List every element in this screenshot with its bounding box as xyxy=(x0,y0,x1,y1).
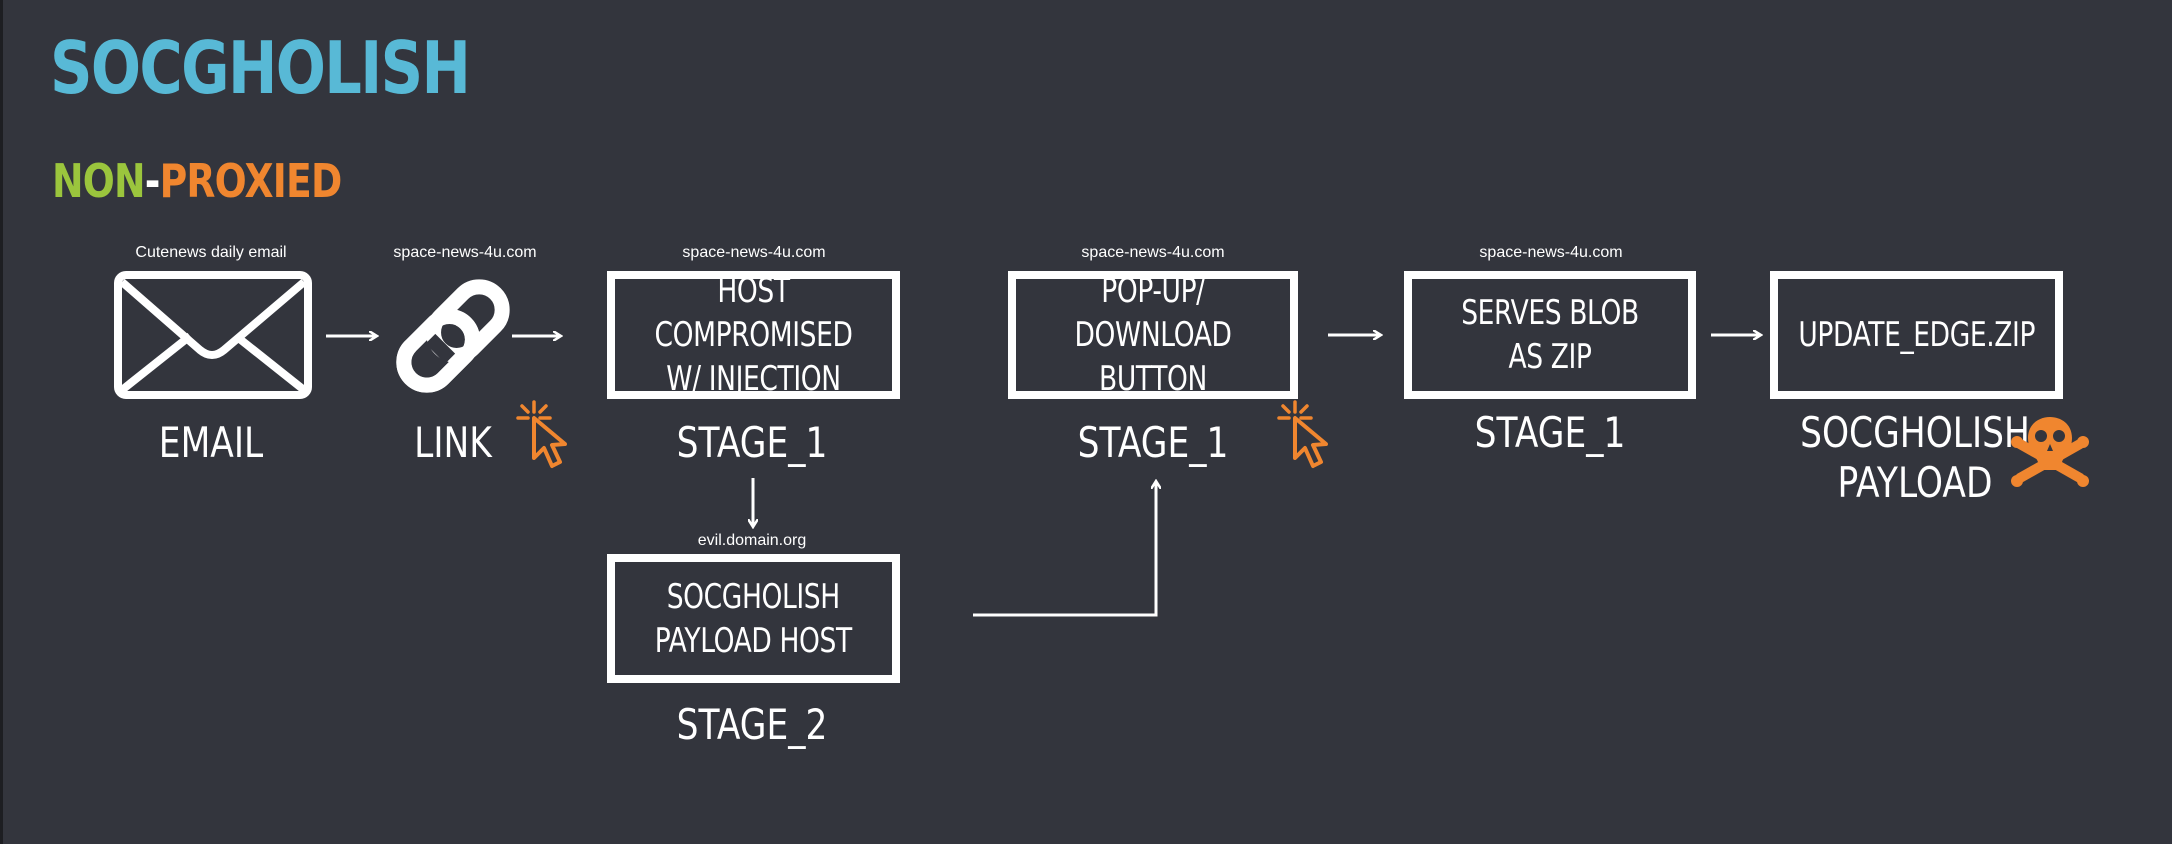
update-edge-box: UPDATE_EDGE.ZIP xyxy=(1770,271,2063,399)
payload-label: SOCGHOLISH PAYLOAD xyxy=(1800,408,2030,507)
blob-domain: space-news-4u.com xyxy=(1479,244,1623,261)
chain-link-icon xyxy=(396,279,510,393)
skull-crossbones-icon xyxy=(2011,417,2089,487)
update-edge-text: UPDATE_EDGE.ZIP xyxy=(1798,315,2035,355)
payload-host-domain: evil.domain.org xyxy=(697,532,807,549)
subtitle-non: NON xyxy=(52,154,146,208)
diagram-title: SOCGHOLISH xyxy=(50,26,471,110)
serves-blob-box: SERVES BLOB AS ZIP xyxy=(1404,271,1696,399)
arrow-payload-host-to-popup xyxy=(973,482,1156,617)
blob-stage-label: STAGE_1 xyxy=(1474,408,1626,457)
payload-host-text: SOCGHOLISH PAYLOAD HOST xyxy=(654,576,852,661)
cursor-click-icon xyxy=(1277,400,1328,468)
link-label: LINK xyxy=(414,418,492,467)
left-edge xyxy=(0,0,3,844)
link-domain: space-news-4u.com xyxy=(393,244,537,261)
host-domain: space-news-4u.com xyxy=(682,244,826,261)
popup-download-box: POP-UP/ DOWNLOAD BUTTON xyxy=(1008,271,1298,399)
cursor-click-icon xyxy=(516,400,567,468)
popup-download-text: POP-UP/ DOWNLOAD BUTTON xyxy=(1074,271,1232,399)
envelope-icon xyxy=(114,271,312,399)
email-label: EMAIL xyxy=(158,418,264,467)
host-stage-label: STAGE_1 xyxy=(676,418,828,467)
diagram-subtitle: NON-PROXIED xyxy=(52,154,343,208)
payload-host-box: SOCGHOLISH PAYLOAD HOST xyxy=(607,554,900,683)
serves-blob-text: SERVES BLOB AS ZIP xyxy=(1461,293,1639,377)
email-domain: Cutenews daily email xyxy=(135,244,287,261)
payload-host-stage-label: STAGE_2 xyxy=(676,700,828,749)
host-compromised-box: HOST COMPROMISED W/ INJECTION xyxy=(607,271,900,399)
host-compromised-text: HOST COMPROMISED W/ INJECTION xyxy=(654,271,853,399)
subtitle-dash: - xyxy=(144,154,161,208)
subtitle-proxied: PROXIED xyxy=(159,154,343,208)
popup-stage-label: STAGE_1 xyxy=(1077,418,1229,467)
popup-domain: space-news-4u.com xyxy=(1081,244,1225,261)
